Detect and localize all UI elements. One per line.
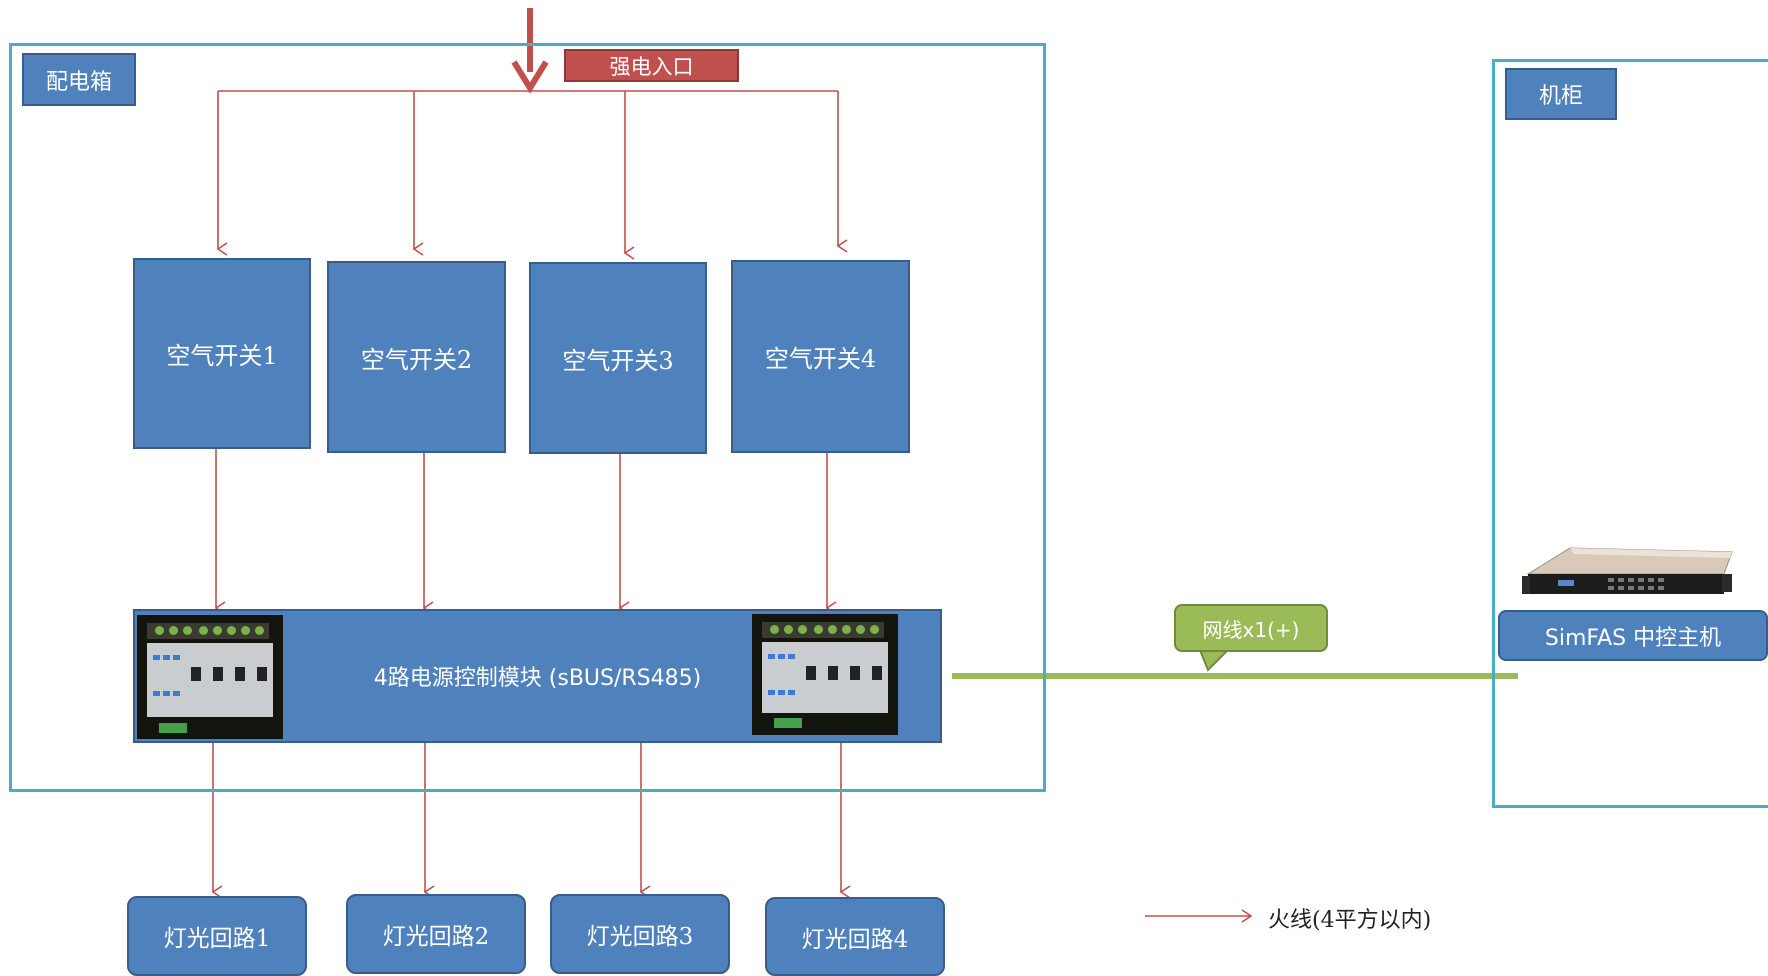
power-inlet-arrow (511, 8, 549, 94)
module-device-image-right (752, 614, 898, 735)
air-switch-1: 空气开关1 (133, 258, 311, 449)
cabinet-frame (1492, 59, 1768, 808)
air-switch-label: 空气开关4 (764, 345, 877, 373)
lighting-circuit-4: 灯光回路4 (765, 897, 945, 976)
lighting-circuit-2: 灯光回路2 (346, 894, 526, 974)
air-switch-label: 空气开关3 (562, 346, 674, 375)
air-switch-4: 空气开关4 (731, 260, 910, 453)
module-device-image-left (137, 615, 283, 739)
host-label: SimFAS 中控主机 (1498, 610, 1768, 661)
power-control-module-label: 4路电源控制模块 (sBUS/RS485) (373, 666, 702, 691)
air-switch-3: 空气开关3 (529, 262, 707, 454)
power-inlet-label: 强电入口 (564, 49, 739, 82)
lighting-circuit-label: 灯光回路3 (586, 924, 694, 950)
power-control-module: 4路电源控制模块 (sBUS/RS485) (133, 609, 942, 743)
network-callout-pointer (1198, 649, 1231, 672)
network-cable-label: 网线x1(+) (1174, 604, 1328, 652)
lighting-circuit-3: 灯光回路3 (550, 894, 730, 974)
lighting-circuit-label: 灯光回路2 (382, 924, 490, 950)
legend-live-wire-label: 火线(4平方以内) (1268, 908, 1432, 933)
air-switch-label: 空气开关2 (360, 345, 473, 374)
lighting-circuit-label: 灯光回路1 (163, 926, 271, 952)
cabinet-label: 机柜 (1505, 68, 1617, 120)
lighting-circuit-label: 灯光回路4 (801, 926, 909, 953)
air-switch-2: 空气开关2 (327, 261, 506, 453)
host-device-image (1522, 547, 1733, 594)
distribution-box-frame (9, 43, 1046, 792)
distribution-box-label: 配电箱 (22, 53, 136, 106)
lighting-circuit-1: 灯光回路1 (127, 896, 307, 976)
air-switch-label: 空气开关1 (166, 342, 278, 370)
